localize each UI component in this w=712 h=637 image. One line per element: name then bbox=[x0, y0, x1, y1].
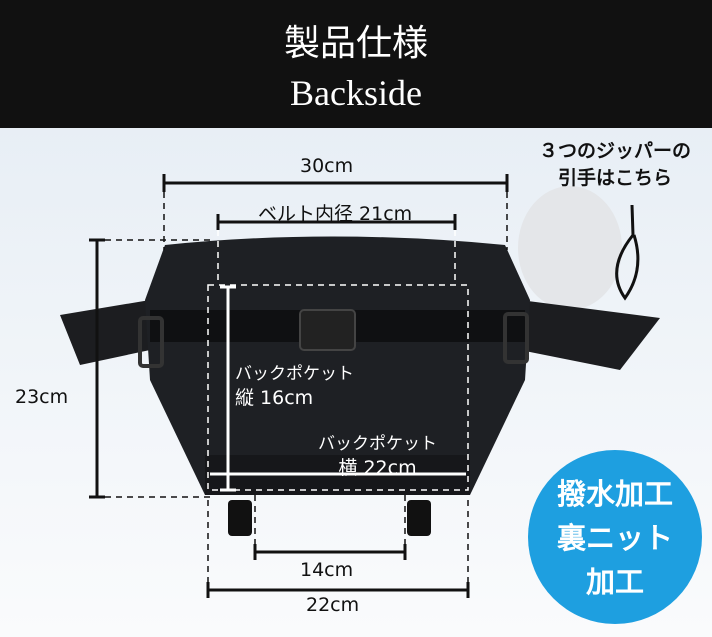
clip-left bbox=[228, 500, 252, 536]
zipper-note-line1: ３つのジッパーの bbox=[538, 140, 691, 162]
belt-inner-label: ベルト内径 21cm bbox=[258, 203, 413, 225]
belt-left bbox=[60, 300, 150, 365]
belt-right bbox=[520, 300, 660, 370]
pocket-horizontal-label: バックポケット横 22cm bbox=[318, 432, 437, 480]
right-buckle bbox=[503, 312, 529, 364]
page-title: 製品仕様 bbox=[283, 23, 428, 64]
water-repellent-badge: 撥水加工 裏ニット 加工 bbox=[528, 450, 702, 624]
pocket-vertical-label: バックポケット縦 16cm bbox=[235, 362, 354, 410]
page-subtitle: Backside bbox=[290, 73, 422, 113]
center-buckle bbox=[299, 309, 356, 351]
pocket-v-line2: 縦 16cm bbox=[235, 387, 314, 409]
left-buckle bbox=[138, 316, 164, 368]
zipper-note-line2: 引手はこちら bbox=[557, 167, 672, 189]
header-banner: 製品仕様 Backside bbox=[0, 0, 712, 128]
pocket-h-line1: バックポケット bbox=[318, 434, 437, 454]
badge-line3: 加工 bbox=[585, 565, 644, 599]
badge-line1: 撥水加工 bbox=[556, 477, 673, 511]
bottom-width-label: 22cm bbox=[306, 594, 360, 616]
badge-line2: 裏ニット bbox=[556, 521, 673, 555]
bottom-inner-label: 14cm bbox=[300, 559, 354, 581]
pocket-v-line1: バックポケット bbox=[235, 364, 354, 384]
height-label: 23cm bbox=[15, 386, 69, 408]
pocket-outline bbox=[207, 230, 469, 491]
pocket-dimension-lines bbox=[210, 285, 466, 492]
zipper-pull-image bbox=[518, 186, 622, 310]
width-top-label: 30cm bbox=[300, 155, 354, 177]
zipper-note: ３つのジッパーの引手はこちら bbox=[520, 138, 710, 192]
bag-body bbox=[145, 236, 530, 495]
dashed-guides bbox=[105, 192, 508, 583]
pocket-h-line2: 横 22cm bbox=[338, 457, 417, 479]
dimension-lines bbox=[89, 174, 509, 598]
bag-diagram bbox=[60, 174, 660, 598]
zipper-pull-icon bbox=[615, 204, 640, 301]
clip-right bbox=[407, 500, 431, 536]
